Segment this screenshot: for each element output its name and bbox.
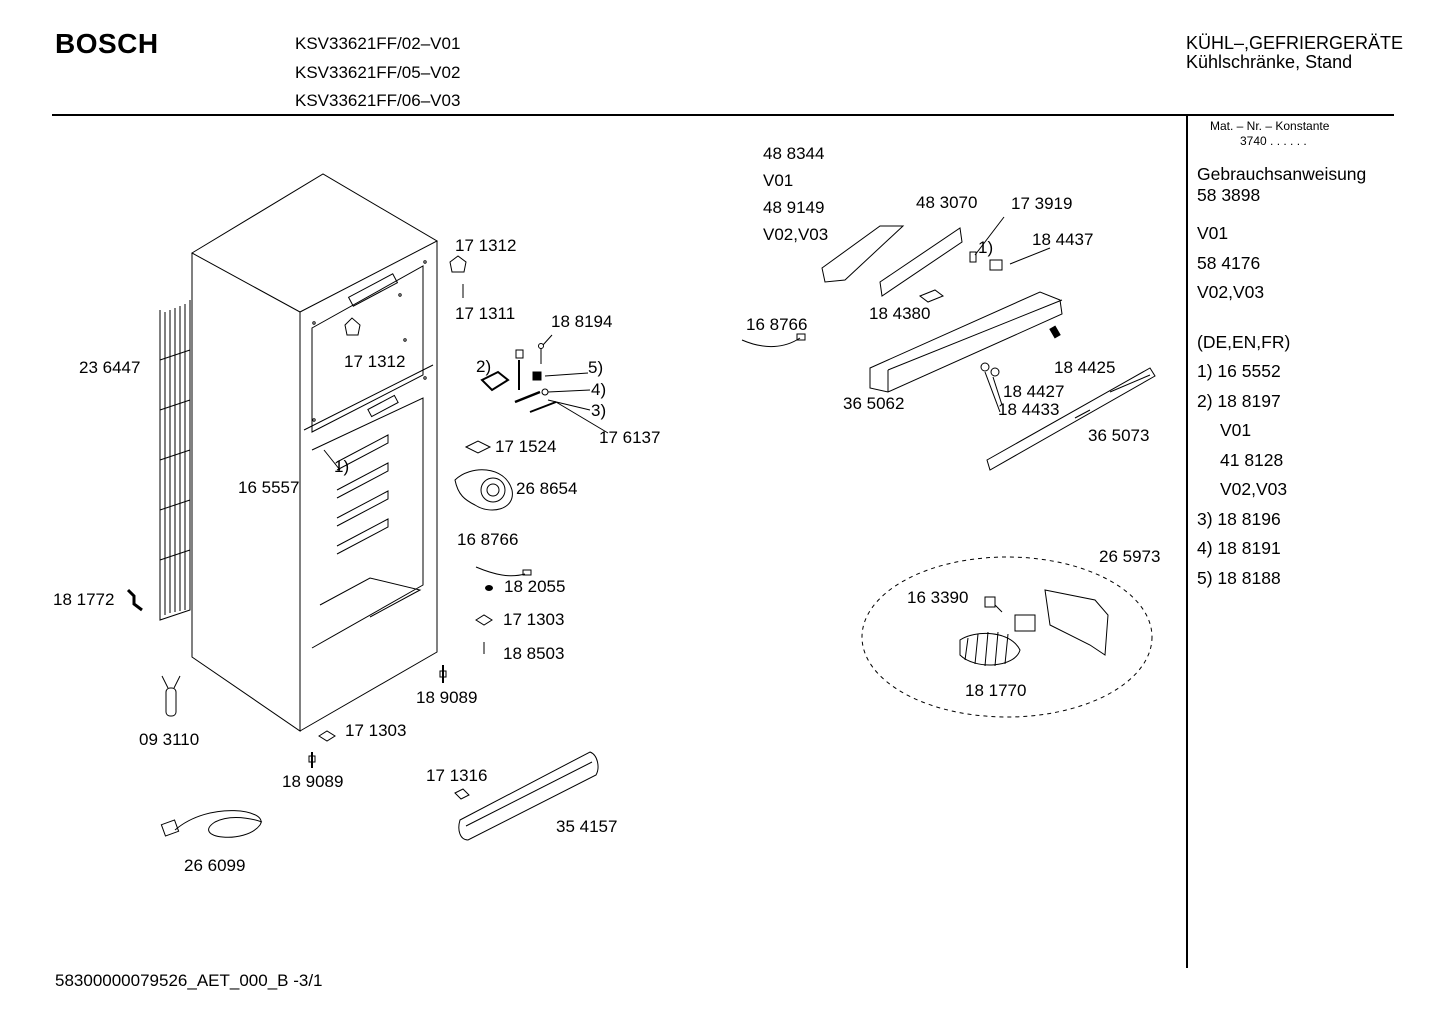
sidebar-item: 1) 16 5552 (1197, 361, 1281, 381)
part-label: 16 5557 (238, 478, 300, 497)
part-marker: 1) (334, 457, 350, 476)
sidebar-parts-list: Gebrauchsanweisung 58 3898 V01 58 4176 V… (1197, 160, 1366, 593)
model-list: KSV33621FF/02–V01 KSV33621FF/05–V02 KSV3… (295, 30, 460, 116)
condenser-coil (159, 300, 191, 621)
fan-cover-part (454, 469, 513, 511)
sidebar-item: V02,V03 (1220, 479, 1288, 499)
part-label: 18 1770 (965, 681, 1027, 700)
clip-part (449, 255, 467, 273)
sidebar-item: 3) 18 8196 (1197, 508, 1281, 529)
model-number: KSV33621FF/05–V02 (295, 62, 461, 82)
part-label: 26 6099 (184, 856, 246, 875)
sidebar-item: 5) 18 8188 (1197, 567, 1281, 588)
part-label: 17 1524 (495, 437, 557, 456)
control-panel-parts (821, 225, 1156, 471)
part-label: 18 9089 (416, 688, 478, 707)
brand-logo: BOSCH (55, 28, 159, 59)
part-marker: 1) (978, 238, 994, 257)
part-label: 17 1311 (455, 304, 516, 323)
part-label: 18 2055 (504, 577, 566, 596)
part-label: 16 8766 (457, 530, 519, 549)
lamp-assembly-parts (959, 589, 1109, 667)
part-label: 09 3110 (139, 730, 200, 749)
sidebar-item: 41 8128 (1220, 449, 1284, 470)
document-code: 58300000079526_AET_000_B -3/1 (55, 971, 323, 990)
sidebar-item: V02,V03 (1197, 282, 1265, 302)
part-label: 26 5973 (1099, 547, 1161, 566)
model-number: KSV33621FF/06–V03 (295, 91, 461, 110)
capacitor-part (161, 675, 181, 717)
material-constant-value: 3740 . . . . . . (1240, 134, 1307, 148)
part-marker: 5) (588, 358, 604, 377)
leader-lines (323, 216, 1051, 613)
header-divider (52, 114, 1394, 116)
detail-circle (861, 556, 1153, 718)
fridge-cabinet (190, 173, 439, 732)
part-label: 17 1303 (345, 721, 407, 740)
part-variant: V01 (763, 171, 794, 190)
part-label: 18 4380 (869, 304, 931, 323)
part-label: 18 4427 (1003, 382, 1065, 401)
part-label: 36 5073 (1088, 426, 1150, 445)
part-label: 17 1312 (455, 236, 517, 255)
model-number: KSV33621FF/02–V01 (295, 34, 461, 53)
power-cord-part (160, 810, 263, 838)
category: KÜHL–,GEFRIERGERÄTE Kühlschränke, Stand (1186, 34, 1403, 72)
category-title: KÜHL–,GEFRIERGERÄTE (1186, 33, 1404, 53)
part-marker: 3) (591, 401, 607, 420)
part-label: 18 9089 (282, 772, 344, 791)
manual-number: 58 3898 (1197, 184, 1261, 205)
part-label: 18 4433 (998, 400, 1060, 419)
part-label: 17 1303 (503, 610, 565, 629)
sidebar-item: 4) 18 8191 (1197, 538, 1281, 558)
sidebar-item: V01 (1197, 223, 1229, 243)
category-subtitle: Kühlschränke, Stand (1186, 52, 1353, 72)
sidebar-divider (1186, 116, 1188, 968)
toe-grille-part (458, 751, 599, 841)
part-label: 23 6447 (79, 358, 141, 377)
part-label: 18 8194 (551, 312, 613, 331)
sidebar-item: 2) 18 8197 (1197, 390, 1281, 411)
sidebar-item: 58 4176 (1197, 252, 1261, 273)
part-label: 17 3919 (1011, 194, 1073, 213)
sidebar-item: V01 (1220, 420, 1252, 440)
part-label: 18 4425 (1054, 358, 1116, 377)
part-label: 48 8344 (763, 144, 825, 163)
part-label: 48 9149 (763, 198, 825, 217)
part-label: 17 1312 (344, 352, 406, 371)
part-label: 35 4157 (556, 817, 618, 836)
part-label: 18 8503 (503, 644, 565, 663)
part-label: 48 3070 (916, 193, 978, 212)
part-marker: 2) (476, 357, 492, 376)
screw-part (308, 665, 447, 768)
part-label: 18 1772 (53, 590, 115, 609)
part-label: 18 4437 (1032, 230, 1094, 249)
part-label: 17 6137 (599, 428, 661, 447)
part-label: 16 3390 (907, 588, 969, 607)
part-label: 16 8766 (746, 315, 808, 334)
sidebar-item: (DE,EN,FR) (1197, 331, 1291, 352)
material-constant-label: Mat. – Nr. – Konstante (1210, 119, 1330, 133)
part-variant: V02,V03 (763, 225, 829, 244)
part-label: 26 8654 (516, 479, 578, 498)
manual-title: Gebrauchsanweisung (1197, 164, 1367, 184)
part-label: 36 5062 (843, 394, 905, 413)
bracket-part (126, 588, 143, 612)
part-label: 17 1316 (426, 766, 488, 785)
part-marker: 4) (591, 380, 607, 399)
